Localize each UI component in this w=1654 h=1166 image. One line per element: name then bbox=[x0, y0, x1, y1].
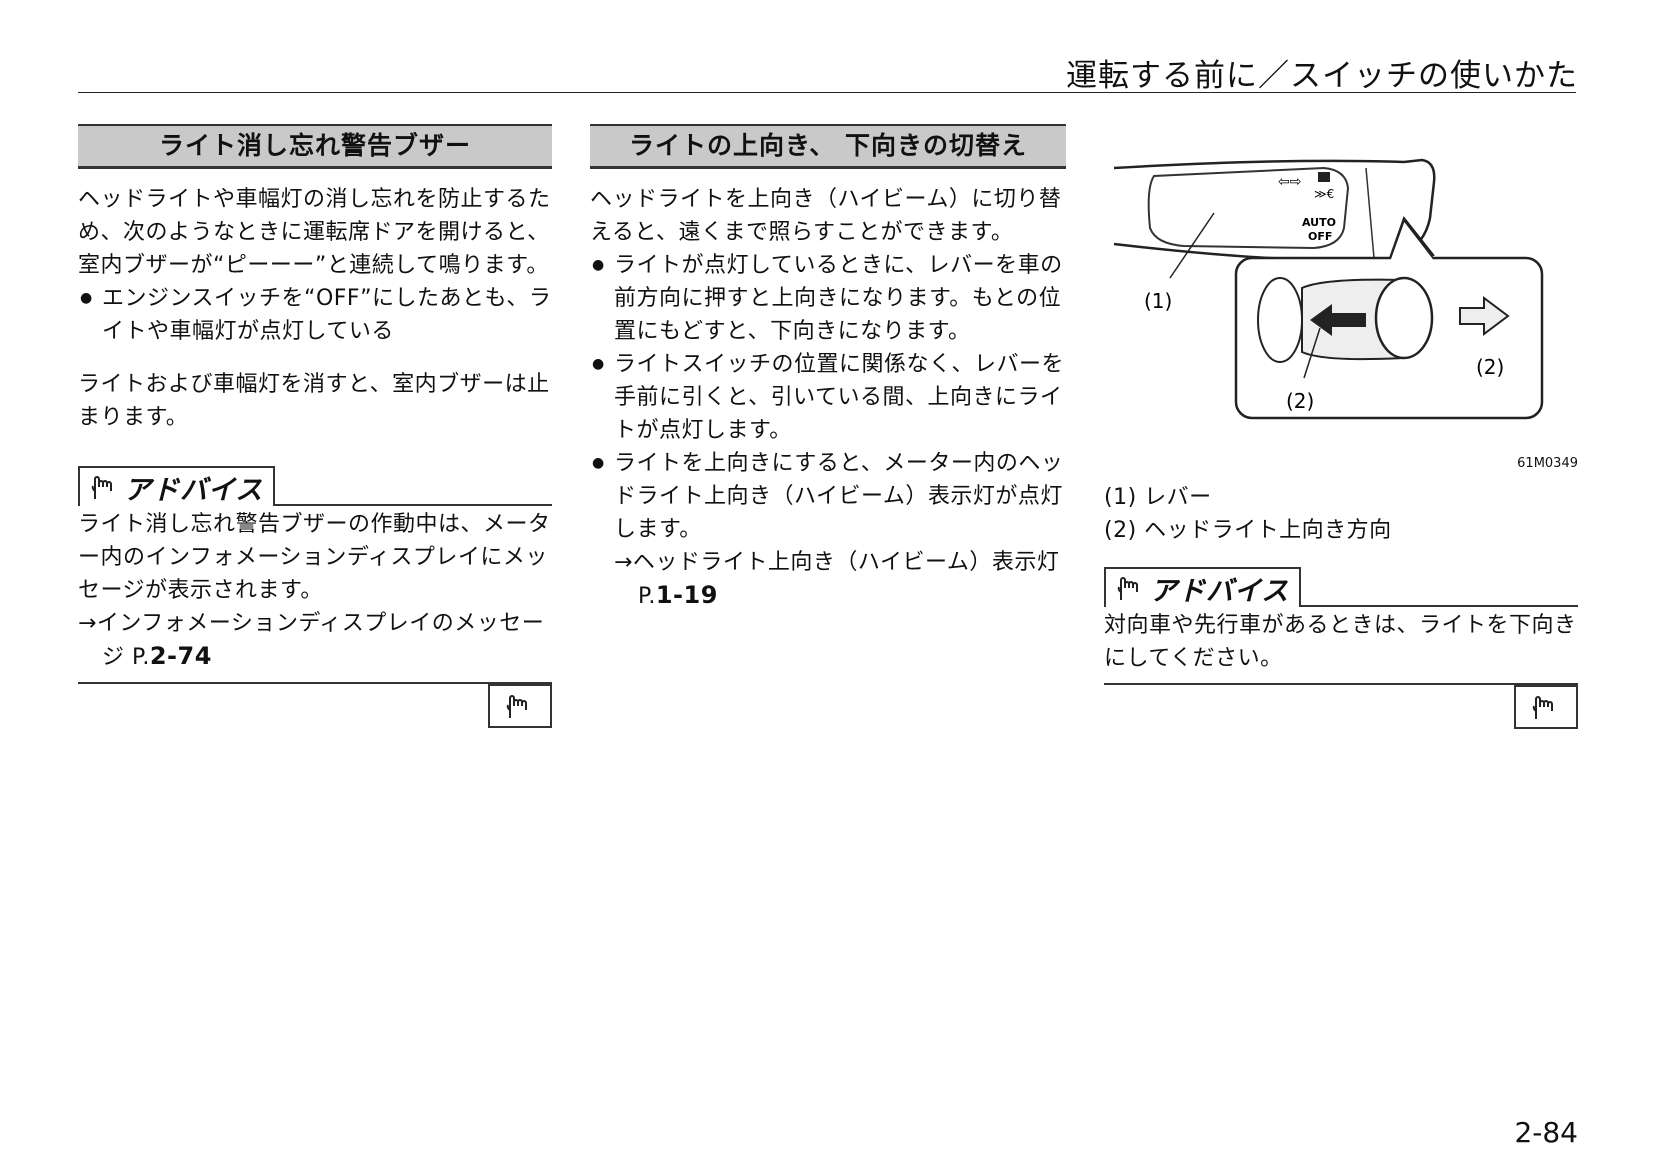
section-heading: ライトの上向き、 下向きの切替え bbox=[590, 124, 1066, 169]
advice-header: アドバイス bbox=[78, 462, 552, 506]
advice-end-box bbox=[1514, 685, 1578, 729]
callout-2b: (2) bbox=[1476, 355, 1504, 379]
advice-reference[interactable]: →インフォメーションディスプレイのメッセージ P.2-74 bbox=[78, 607, 552, 674]
bullet-item: エンジンスイッチを“OFF”にしたあとも、ライトや車幅灯が点灯している bbox=[78, 282, 552, 348]
page-number: 2-84 bbox=[1514, 1116, 1578, 1149]
turn-signal-icon: ⇦⇨ bbox=[1278, 174, 1301, 190]
advice-label-box: アドバイス bbox=[78, 466, 276, 506]
bullet-item: ライトスイッチの位置に関係なく、レバーを手前に引くと、引いている間、上向きにライ… bbox=[590, 348, 1066, 447]
paragraph: ヘッドライトや車幅灯の消し忘れを防止するため、次のようなときに運転席ドアを開ける… bbox=[78, 187, 551, 278]
legend-item: (2) ヘッドライト上向き方向 bbox=[1104, 518, 1392, 543]
pull-arrow-icon bbox=[1310, 304, 1366, 336]
lever-illustration: ⇦⇨ ≫€ AUTO OFF (1) (2) (2) bbox=[1113, 158, 1544, 420]
callout-2a: (2) bbox=[1286, 389, 1314, 413]
page-header-title: 運転する前に／スイッチの使いかた bbox=[1066, 58, 1578, 94]
pointing-hand-icon bbox=[506, 695, 527, 718]
callout-1: (1) bbox=[1144, 289, 1172, 313]
section-heading: ライト消し忘れ警告ブザー bbox=[78, 124, 552, 169]
reference-text: →インフォメーションディスプレイのメッセージ P. bbox=[78, 611, 545, 670]
light-icon bbox=[1318, 172, 1330, 182]
advice-end-rule bbox=[78, 682, 552, 730]
auto-label: AUTO bbox=[1302, 216, 1336, 229]
legend-item: (1) レバー bbox=[1104, 485, 1212, 510]
section-light-warning-buzzer: ライト消し忘れ警告ブザー ヘッドライトや車幅灯の消し忘れを防止するため、次のよう… bbox=[78, 124, 552, 730]
pointing-hand-icon bbox=[1532, 696, 1553, 719]
reference-page[interactable]: 1-19 bbox=[655, 581, 718, 609]
advice-text: 対向車や先行車があるときは、ライトを下向きにしてください。 bbox=[1104, 613, 1577, 671]
bullet-item: ライトを上向きにすると、メーター内のヘッドライト上向き（ハイビーム）表示灯が点灯… bbox=[590, 447, 1066, 546]
figure-column: ⇦⇨ ≫€ AUTO OFF (1) (2) (2) 61M0349 (1) レ… bbox=[1104, 148, 1578, 731]
fog-icon: ≫€ bbox=[1314, 187, 1334, 201]
advice-header: アドバイス bbox=[1104, 563, 1578, 607]
bullet-list: エンジンスイッチを“OFF”にしたあとも、ライトや車幅灯が点灯している bbox=[78, 282, 552, 348]
section-high-low-beam: ライトの上向き、 下向きの切替え ヘッドライトを上向き（ハイビーム）に切り替える… bbox=[590, 124, 1066, 613]
reference-text: →ヘッドライト上向き（ハイビーム）表示灯 P. bbox=[614, 550, 1060, 609]
paragraph: ヘッドライトを上向き（ハイビーム）に切り替えると、遠くまで照らすことができます。 bbox=[590, 187, 1062, 245]
header-rule bbox=[78, 92, 1576, 93]
advice-end-box bbox=[488, 684, 552, 728]
bullet-list: ライトが点灯しているときに、レバーを車の前方向に押すと上向きになります。もとの位… bbox=[590, 249, 1066, 546]
advice-text: ライト消し忘れ警告ブザーの作動中は、メーター内のインフォメーションディスプレイに… bbox=[78, 512, 551, 603]
reference-page[interactable]: 2-74 bbox=[149, 642, 212, 670]
advice-label: アドバイス bbox=[124, 474, 264, 506]
paragraph: ライトおよび車幅灯を消すと、室内ブザーは止まります。 bbox=[78, 372, 550, 430]
off-label: OFF bbox=[1308, 230, 1332, 243]
pointing-hand-icon bbox=[1117, 577, 1138, 600]
advice-end-rule bbox=[1104, 683, 1578, 731]
figure-code: 61M0349 bbox=[1517, 456, 1578, 471]
bullet-item: ライトが点灯しているときに、レバーを車の前方向に押すと上向きになります。もとの位… bbox=[590, 249, 1066, 348]
figure-legend: (1) レバー (2) ヘッドライト上向き方向 bbox=[1104, 481, 1578, 547]
advice-label: アドバイス bbox=[1150, 575, 1290, 607]
pointing-hand-icon bbox=[91, 476, 112, 499]
advice-label-box: アドバイス bbox=[1104, 567, 1302, 607]
push-arrow-icon bbox=[1459, 296, 1510, 336]
reference[interactable]: →ヘッドライト上向き（ハイビーム）表示灯 P.1-19 bbox=[590, 546, 1066, 613]
